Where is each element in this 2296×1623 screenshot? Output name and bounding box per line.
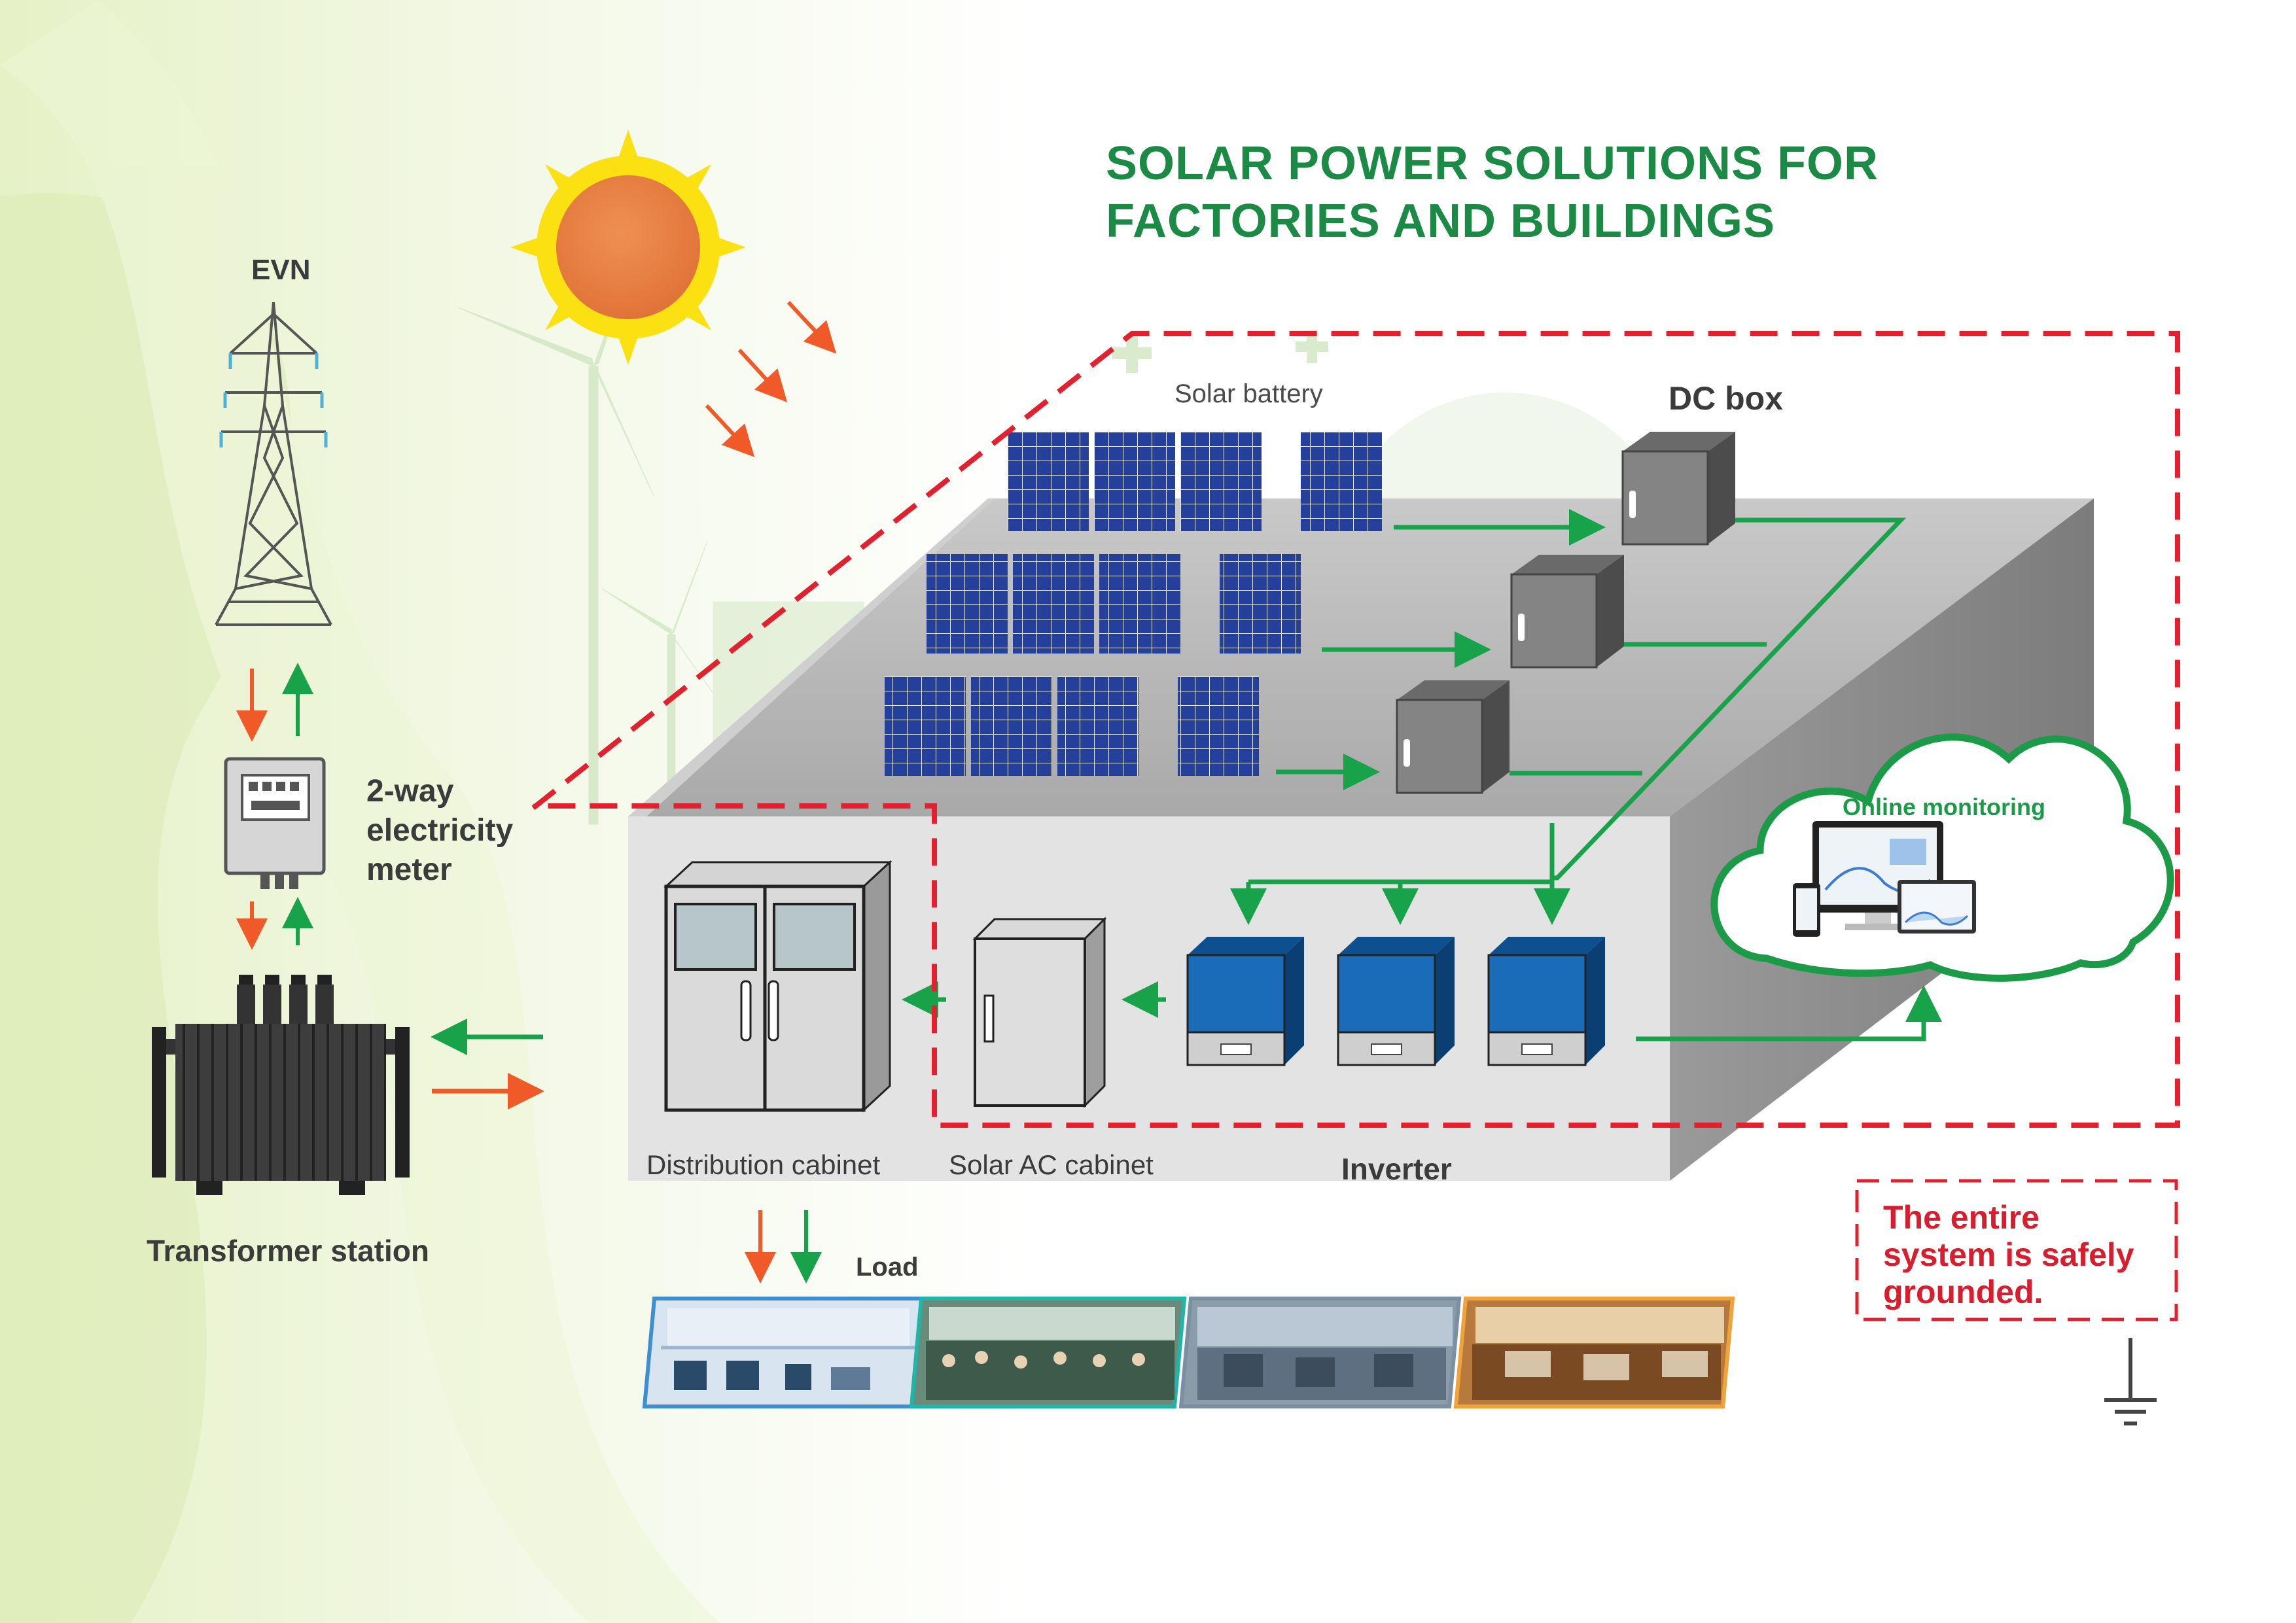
solar-panel-icon xyxy=(1220,554,1301,654)
solar-panel-icon xyxy=(1301,432,1382,531)
inverter-icon xyxy=(1186,937,1304,1066)
load-photo-workshop xyxy=(1178,1297,1462,1408)
background-swirls xyxy=(0,0,720,1623)
sun-icon xyxy=(510,130,746,365)
ac-cabinet-icon xyxy=(972,916,1107,1108)
evn-label: EVN xyxy=(251,254,311,286)
solar-panel-icon xyxy=(1099,554,1180,654)
solar-panel-icon xyxy=(1008,432,1089,531)
solar-panel-icon xyxy=(971,676,1052,776)
solar-panel-icon xyxy=(927,554,1008,654)
transmission-tower-icon xyxy=(215,302,332,626)
solar-panel-icon xyxy=(1180,432,1262,531)
dc-box-icon xyxy=(1396,680,1510,794)
solar-panel-icon xyxy=(1178,676,1259,776)
grid-flow-arrows-bottom xyxy=(236,897,313,950)
solar-panel-icon xyxy=(1013,554,1094,654)
electricity-meter-icon xyxy=(224,757,326,889)
load-label: Load xyxy=(856,1253,919,1282)
ground-icon xyxy=(2104,1338,2157,1425)
load-photo-garment-factory xyxy=(909,1297,1187,1408)
load-flow-arrows xyxy=(745,1210,822,1283)
inverter-icon xyxy=(1487,937,1605,1066)
dc-box-label: DC box xyxy=(1669,380,1783,417)
distribution-cabinet-icon xyxy=(663,860,892,1113)
load-photo-strip xyxy=(642,1297,1735,1408)
solar-panel-icon xyxy=(1094,432,1175,531)
system-boundary xyxy=(531,331,2180,1128)
grounding-notice: The entire system is safely grounded. xyxy=(1883,1199,2134,1310)
load-photo-office xyxy=(1453,1297,1735,1408)
dc-flow-arrows xyxy=(1230,509,1907,925)
solar-battery-label: Solar battery xyxy=(1174,379,1323,408)
load-photo-warehouse xyxy=(642,1297,927,1408)
inverter-group xyxy=(1186,937,1605,1066)
inverter-icon xyxy=(1337,937,1455,1066)
transformer-flow-arrows xyxy=(431,1019,544,1109)
transformer-icon xyxy=(152,975,410,1195)
grounding-notice-box xyxy=(1855,1179,2178,1321)
distribution-cabinet-label: Distribution cabinet xyxy=(646,1149,881,1180)
solar-panel-icon xyxy=(885,676,966,776)
ac-flow-arrows xyxy=(902,981,1942,1041)
monitor-icon xyxy=(1793,821,1976,937)
ac-cabinet-label: Solar AC cabinet xyxy=(949,1149,1154,1180)
sunlight-arrows xyxy=(705,300,837,457)
dc-box-icon xyxy=(1621,432,1735,546)
solar-panel-icon xyxy=(1057,676,1139,776)
dc-box-icon xyxy=(1510,555,1624,669)
meter-label: 2-way electricity meter xyxy=(366,774,514,887)
dc-box-group xyxy=(1396,432,1735,794)
solar-panel-array xyxy=(885,432,1382,776)
transformer-label: Transformer station xyxy=(147,1234,429,1268)
inverter-label: Inverter xyxy=(1341,1152,1452,1186)
online-monitoring-label: Online monitoring xyxy=(1843,794,2045,820)
grid-flow-arrows-top xyxy=(236,663,313,742)
page-title: SOLAR POWER SOLUTIONS FOR FACTORIES AND … xyxy=(1106,137,1879,247)
